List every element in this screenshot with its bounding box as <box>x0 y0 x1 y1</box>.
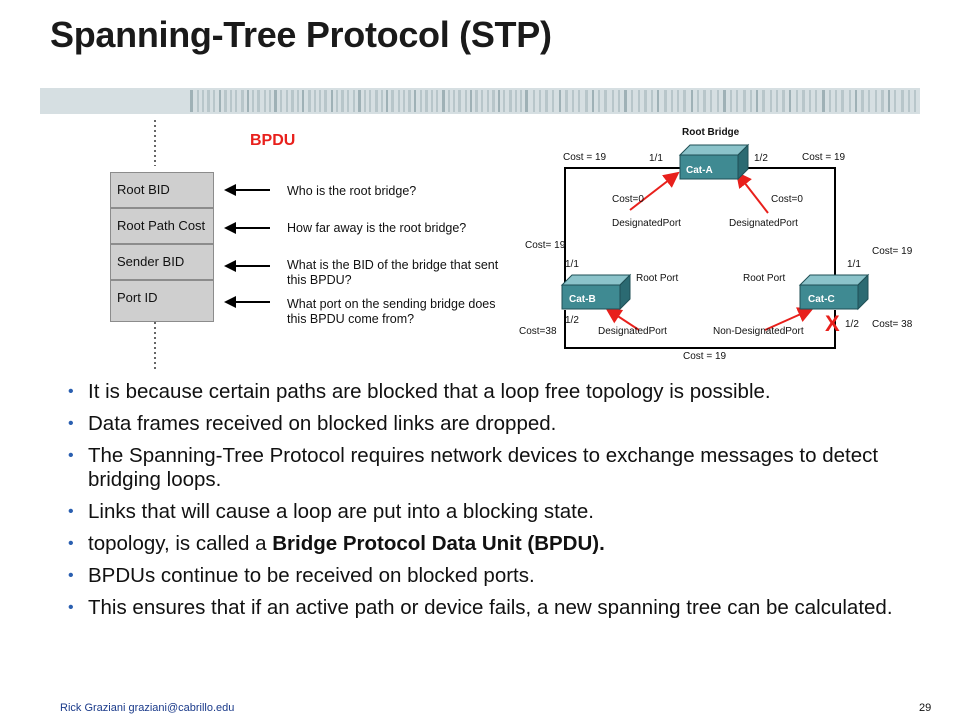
question-port-id: What port on the sending bridge does thi… <box>287 297 496 326</box>
non-designated-arrow-c <box>764 307 814 331</box>
cost-top-left: Cost = 19 <box>563 152 607 163</box>
arrow <box>224 184 270 196</box>
link-a-c <box>745 167 836 285</box>
bullet-dot-icon: • <box>68 535 74 552</box>
designated-arrow-a-left <box>629 171 680 211</box>
bullet-dot-icon: • <box>68 599 74 616</box>
blocked-port-x-icon: X <box>825 311 840 336</box>
field-port-id: Port ID <box>110 280 214 322</box>
designated-port-b: DesignatedPort <box>598 326 667 337</box>
field-sender-bid: Sender BID <box>110 244 214 280</box>
switch-cat-a <box>678 143 750 181</box>
topology-diagram <box>560 143 870 349</box>
bullet-item: •The Spanning-Tree Protocol requires net… <box>68 444 879 491</box>
bullet-dot-icon: • <box>68 415 74 432</box>
cost-top-right: Cost = 19 <box>802 152 846 163</box>
cost-zero-left: Cost=0 <box>612 194 644 205</box>
switch-label-cat-a: Cat-A <box>686 165 713 176</box>
header-decoration-band <box>40 88 920 114</box>
switch-cat-b <box>560 273 632 311</box>
arrow <box>224 260 270 272</box>
bullet-dot-icon: • <box>68 447 74 464</box>
link-a-b <box>564 167 680 285</box>
root-bridge-label: Root Bridge <box>682 127 740 138</box>
page-number: 29 <box>919 702 932 714</box>
bullet-item: •BPDUs continue to be received on blocke… <box>68 564 535 587</box>
cost-right: Cost= 19 <box>872 246 913 257</box>
bullet-dot-icon: • <box>68 503 74 520</box>
bullet-item: •It is because certain paths are blocked… <box>68 380 771 403</box>
designated-arrow-a-right <box>735 171 769 214</box>
bullet-item: •Links that will cause a loop are put in… <box>68 500 594 523</box>
bpdu-frame-diagram <box>154 120 270 372</box>
bullet-item: •This ensures that if an active path or … <box>68 596 893 619</box>
port-a-left: 1/1 <box>649 153 663 164</box>
non-designated-port-c: Non-DesignatedPort <box>713 326 804 337</box>
cost-zero-right: Cost=0 <box>771 194 803 205</box>
link-b-c <box>564 310 836 349</box>
port-c-bottom: 1/2 <box>845 319 859 330</box>
port-c-top: 1/1 <box>847 259 861 270</box>
switch-label-cat-c: Cat-C <box>808 294 835 305</box>
designated-port-a-right: DesignatedPort <box>729 218 798 229</box>
question-root-bridge: Who is the root bridge? <box>287 184 417 198</box>
slide-title: Spanning-Tree Protocol (STP) <box>50 14 552 55</box>
port-b-top: 1/1 <box>565 259 579 270</box>
port-b-bottom: 1/2 <box>565 315 579 326</box>
cost-bottom: Cost = 19 <box>683 351 727 362</box>
root-port-c: Root Port <box>743 273 786 284</box>
field-root-path-cost: Root Path Cost <box>110 208 214 244</box>
cost-b: Cost=38 <box>519 326 557 337</box>
bullet-item: •Data frames received on blocked links a… <box>68 412 557 435</box>
cost-c: Cost= 38 <box>872 319 913 330</box>
root-port-b: Root Port <box>636 273 679 284</box>
cost-left: Cost= 19 <box>525 240 566 251</box>
arrow <box>224 222 270 234</box>
designated-port-a-left: DesignatedPort <box>612 218 681 229</box>
arrow <box>224 296 270 308</box>
bullet-item-bpdu: •topology, is called a Bridge Protocol D… <box>68 532 605 555</box>
question-sender-bid: What is the BID of the bridge that sent … <box>287 258 499 287</box>
bpdu-heading: BPDU <box>250 132 296 149</box>
question-distance: How far away is the root bridge? <box>287 221 467 235</box>
bullet-list: •It is because certain paths are blocked… <box>66 380 926 628</box>
switch-label-cat-b: Cat-B <box>569 294 596 305</box>
footer-author: Rick Graziani graziani@cabrillo.edu <box>60 702 235 714</box>
designated-arrow-b <box>605 307 640 331</box>
bullet-dot-icon: • <box>68 383 74 400</box>
switch-cat-c <box>798 273 870 311</box>
port-a-right: 1/2 <box>754 153 768 164</box>
field-root-bid: Root BID <box>110 172 214 208</box>
bullet-dot-icon: • <box>68 567 74 584</box>
